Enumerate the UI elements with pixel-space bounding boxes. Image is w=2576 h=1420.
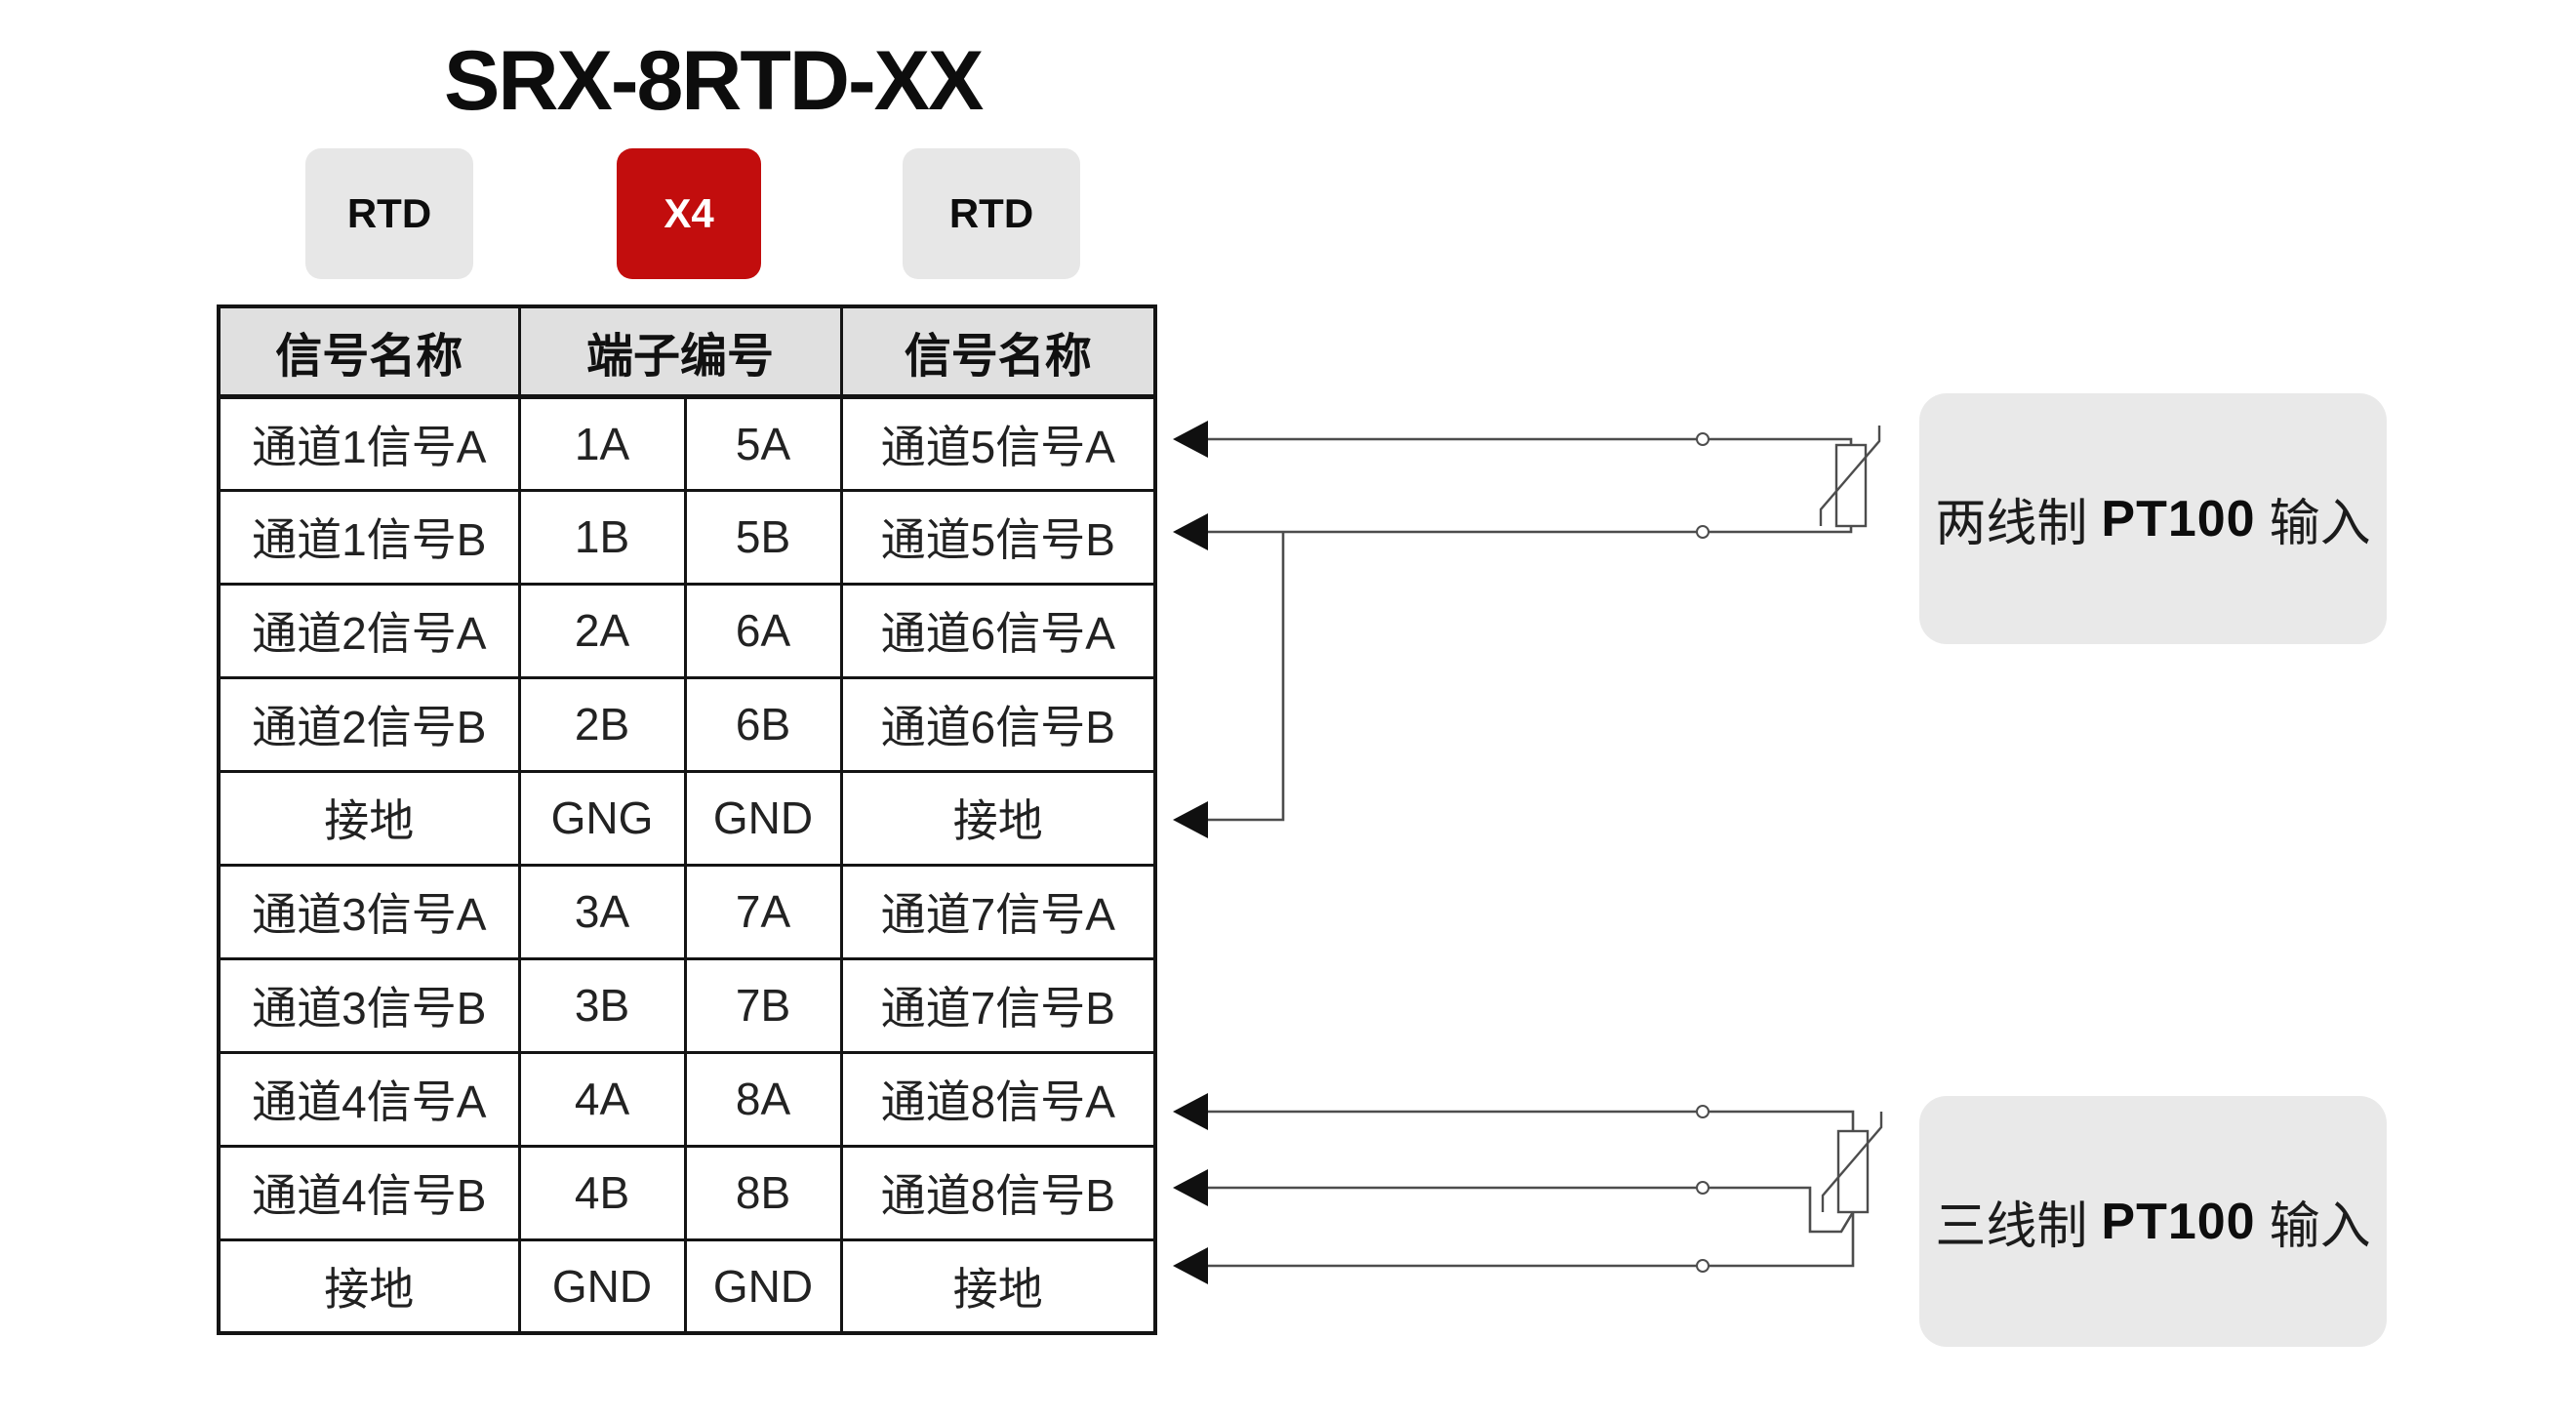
header-signal-right: 信号名称 (839, 304, 1157, 399)
cell-signal-left: 接地 (217, 1237, 521, 1335)
cell-signal-left: 通道4信号A (217, 1050, 521, 1148)
cell-signal-right: 通道7信号A (839, 863, 1157, 960)
wire-terminal-8a (1206, 1110, 1855, 1131)
cell-terminal-left: GND (517, 1237, 687, 1335)
junction-node (1696, 432, 1710, 446)
cell-terminal-left: 2A (517, 582, 687, 679)
table-row: 通道1信号B 1B 5B 通道5信号B (217, 488, 1157, 586)
rtd-sensor-diagonal-three-wire (1821, 1112, 1883, 1212)
cell-signal-left: 通道4信号B (217, 1144, 521, 1241)
cell-terminal-right: 7A (683, 863, 843, 960)
table-row: 通道4信号B 4B 8B 通道8信号B (217, 1144, 1157, 1241)
two-wire-suffix: 输入 (2269, 496, 2371, 552)
cell-terminal-left: 1B (517, 488, 687, 586)
arrow-into-8b (1173, 1169, 1208, 1206)
cell-terminal-left: 3A (517, 863, 687, 960)
wire-terminal-5b (1206, 526, 1853, 534)
header-terminal-number: 端子编号 (517, 304, 843, 399)
cell-terminal-right: GND (683, 769, 843, 867)
cell-signal-left: 接地 (217, 769, 521, 867)
cell-signal-right: 接地 (839, 769, 1157, 867)
junction-node (1696, 1181, 1710, 1195)
cell-terminal-left: 4A (517, 1050, 687, 1148)
arrow-into-gnd-bottom (1173, 1247, 1208, 1284)
arrow-into-5a (1173, 421, 1208, 458)
terminal-table: 信号名称 端子编号 信号名称 通道1信号A 1A 5A 通道5信号A 通道1信号… (217, 304, 1158, 1335)
cell-terminal-right: 6A (683, 582, 843, 679)
cell-signal-left: 通道1信号A (217, 394, 521, 492)
table-row: 通道1信号A 1A 5A 通道5信号A (217, 394, 1157, 492)
three-wire-prefix: 三线制 (1935, 1198, 2088, 1255)
wire-terminal-8b (1206, 1186, 1855, 1234)
cell-terminal-right: GND (683, 1237, 843, 1335)
table-row: 通道3信号A 3A 7A 通道7信号A (217, 863, 1157, 960)
cell-signal-right: 通道5信号A (839, 394, 1157, 492)
terminal-table-body: 通道1信号A 1A 5A 通道5信号A 通道1信号B 1B 5B 通道5信号B … (217, 394, 1157, 1335)
terminal-table-header: 信号名称 端子编号 信号名称 (217, 304, 1157, 399)
table-row: 通道3信号B 3B 7B 通道7信号B (217, 956, 1157, 1054)
badge-rtd-right: RTD (903, 148, 1080, 279)
badge-x4: X4 (617, 148, 761, 279)
two-wire-prefix: 两线制 (1935, 496, 2088, 552)
rtd-sensor-diagonal-two-wire (1819, 426, 1881, 526)
cell-signal-left: 通道2信号B (217, 675, 521, 773)
cell-terminal-left: 4B (517, 1144, 687, 1241)
cell-signal-right: 通道6信号A (839, 582, 1157, 679)
table-row: 通道2信号A 2A 6A 通道6信号A (217, 582, 1157, 679)
two-wire-model: PT100 (2101, 490, 2256, 548)
wire-terminal-5a (1206, 437, 1853, 445)
cell-terminal-left: GNG (517, 769, 687, 867)
cell-terminal-right: 5A (683, 394, 843, 492)
three-wire-model: PT100 (2101, 1193, 2256, 1250)
cell-terminal-left: 2B (517, 675, 687, 773)
cell-signal-left: 通道1信号B (217, 488, 521, 586)
three-wire-suffix: 输入 (2269, 1198, 2371, 1255)
badge-rtd-left: RTD (305, 148, 473, 279)
arrow-into-gnd-top (1173, 801, 1208, 838)
label-three-wire-pt100: 三线制 PT100 输入 (1919, 1096, 2387, 1347)
wire-gnd-bottom (1206, 1212, 1855, 1268)
table-row: 接地 GNG GND 接地 (217, 769, 1157, 867)
cell-terminal-right: 5B (683, 488, 843, 586)
table-row: 通道4信号A 4A 8A 通道8信号A (217, 1050, 1157, 1148)
cell-signal-right: 通道6信号B (839, 675, 1157, 773)
cell-signal-right: 通道7信号B (839, 956, 1157, 1054)
table-row: 通道2信号B 2B 6B 通道6信号B (217, 675, 1157, 773)
cell-signal-right: 接地 (839, 1237, 1157, 1335)
arrow-into-8a (1173, 1093, 1208, 1130)
junction-node (1696, 1259, 1710, 1273)
cell-signal-left: 通道3信号A (217, 863, 521, 960)
cell-terminal-right: 6B (683, 675, 843, 773)
junction-node (1696, 525, 1710, 539)
arrow-into-5b (1173, 513, 1208, 550)
wire-gnd-branch (1206, 532, 1285, 822)
cell-signal-right: 通道8信号A (839, 1050, 1157, 1148)
cell-signal-right: 通道5信号B (839, 488, 1157, 586)
cell-terminal-left: 3B (517, 956, 687, 1054)
cell-terminal-right: 8A (683, 1050, 843, 1148)
label-two-wire-pt100: 两线制 PT100 输入 (1919, 393, 2387, 644)
cell-signal-left: 通道2信号A (217, 582, 521, 679)
page-title: SRX-8RTD-XX (444, 34, 984, 128)
cell-signal-right: 通道8信号B (839, 1144, 1157, 1241)
cell-signal-left: 通道3信号B (217, 956, 521, 1054)
cell-terminal-right: 7B (683, 956, 843, 1054)
cell-terminal-right: 8B (683, 1144, 843, 1241)
cell-terminal-left: 1A (517, 394, 687, 492)
table-row: 接地 GND GND 接地 (217, 1237, 1157, 1335)
header-signal-left: 信号名称 (217, 304, 521, 399)
junction-node (1696, 1105, 1710, 1118)
